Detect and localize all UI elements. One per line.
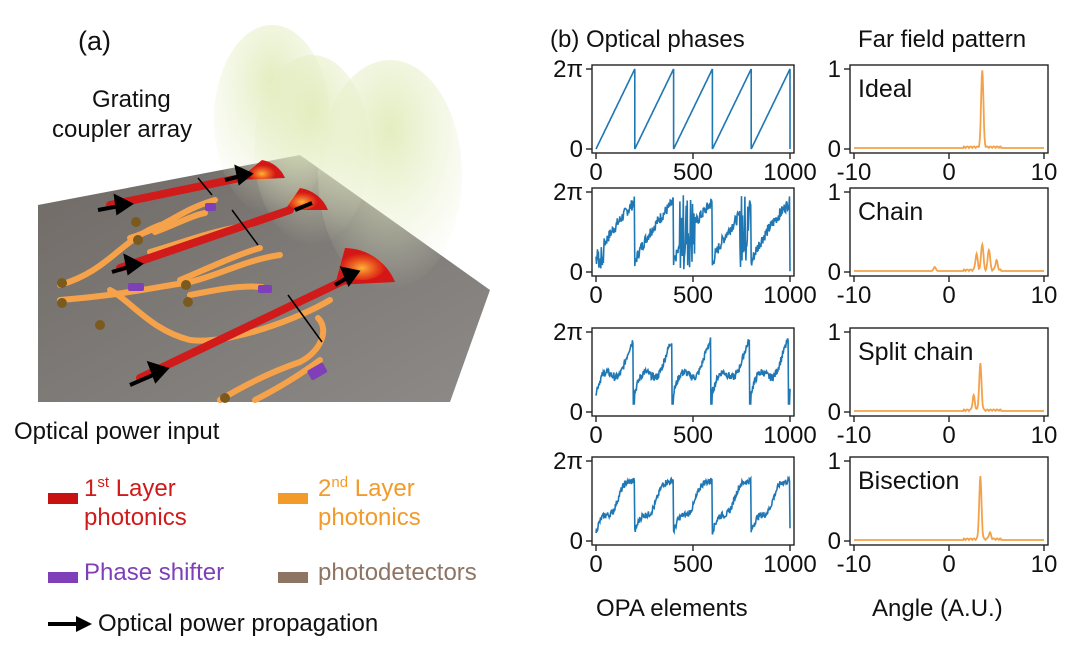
phase-shifter-label: Phase shifter: [84, 559, 225, 586]
farfield-xlabel: Angle (A.U.): [872, 595, 1003, 622]
phase-shifter-block: [128, 203, 328, 380]
photonic-chip-illustration: [38, 25, 490, 403]
y-tick-label: 0: [570, 259, 583, 286]
y-tick-label: 0: [570, 399, 583, 426]
panel-b-farfield-title: Far field pattern: [858, 26, 1027, 53]
phase-series-line: [595, 68, 791, 150]
x-tick-label: 0: [589, 422, 602, 449]
farfield-series-line: [854, 70, 1044, 150]
phase-plot-1: 0 500 1000 0 2π: [553, 179, 817, 309]
farfield-case-label: Bisection: [858, 467, 959, 495]
x-tick-label: 500: [673, 282, 713, 309]
x-tick-label: 10: [1031, 282, 1058, 309]
x-tick-label: 0: [942, 422, 955, 449]
y-tick-label: 0: [570, 136, 583, 163]
pitch-indicator: [197, 177, 323, 343]
phase-plot-2: 0 500 1000 0 2π: [553, 319, 817, 449]
y-tick-label: 1: [828, 179, 841, 206]
y-tick-label: 0: [828, 136, 841, 163]
panel-b-phases-title: (b) Optical phases: [550, 26, 745, 53]
x-tick-label: 500: [673, 551, 713, 578]
emitted-beam: [318, 60, 462, 290]
x-tick-label: 0: [589, 159, 602, 186]
input-label: Optical power input: [14, 418, 220, 445]
x-tick-label: 10: [1031, 422, 1058, 449]
x-tick-label: -10: [837, 422, 872, 449]
layer1-label-line2: photonics: [84, 504, 187, 531]
y-tick-label: 0: [828, 528, 841, 555]
farfield-case-label: Ideal: [858, 75, 912, 103]
farfield-case-label: Split chain: [858, 338, 973, 366]
farfield-series-line: [854, 476, 1044, 542]
x-tick-label: 1000: [763, 282, 816, 309]
layer1-label-line1: 1st Layer: [84, 474, 176, 502]
first-layer-waveguides: [106, 174, 349, 382]
x-tick-label: 500: [673, 159, 713, 186]
y-tick-label: 2π: [553, 56, 583, 83]
y-tick-label: 2π: [553, 319, 583, 346]
layer2-label-line1: 2nd Layer: [318, 474, 415, 502]
x-tick-label: 0: [589, 282, 602, 309]
farfield-series-line: [854, 241, 1044, 273]
panel-a-label: (a): [78, 26, 111, 56]
phase-series-line: [595, 337, 791, 405]
photodetector-block: [57, 217, 230, 403]
x-tick-label: 500: [673, 422, 713, 449]
grating-label-line1: Grating: [92, 86, 171, 113]
x-tick-label: -10: [837, 551, 872, 578]
x-tick-label: 0: [942, 551, 955, 578]
farfield-series-line: [854, 362, 1044, 413]
plot-frame: [591, 456, 795, 546]
phase-series-line: [595, 195, 791, 272]
x-tick-label: 0: [942, 282, 955, 309]
x-tick-label: 10: [1031, 159, 1058, 186]
y-tick-label: 1: [828, 319, 841, 346]
phase-shifter-swatch: [48, 572, 78, 583]
photodetector-label: photodetectors: [318, 559, 477, 586]
x-tick-label: 0: [589, 551, 602, 578]
x-tick-label: 1000: [763, 159, 816, 186]
phase-series-line: [595, 475, 791, 536]
y-tick-label: 0: [828, 259, 841, 286]
second-layer-waveguides: [57, 197, 333, 403]
propagation-arrow: [97, 164, 361, 387]
x-tick-label: 1000: [763, 422, 816, 449]
phase-plot-0: 0 500 1000 0 2π: [553, 56, 817, 186]
photodetector-swatch: [278, 572, 308, 583]
phase-plot-3: 0 500 1000 0 2π: [553, 448, 817, 578]
x-tick-label: 1000: [763, 551, 816, 578]
x-tick-label: -10: [837, 282, 872, 309]
propagation-arrow-icon: [48, 616, 92, 632]
y-tick-label: 1: [828, 56, 841, 83]
y-tick-label: 0: [570, 528, 583, 555]
y-tick-label: 0: [828, 399, 841, 426]
farfield-case-label: Chain: [858, 198, 923, 226]
y-tick-label: 2π: [553, 179, 583, 206]
x-tick-label: 0: [942, 159, 955, 186]
layer1-swatch: [48, 493, 78, 504]
grating-label-line2: coupler array: [52, 116, 193, 143]
y-tick-label: 2π: [553, 448, 583, 475]
layer2-swatch: [278, 493, 308, 504]
propagation-label: Optical power propagation: [98, 610, 379, 637]
phases-xlabel: OPA elements: [596, 595, 748, 622]
x-tick-label: -10: [837, 159, 872, 186]
y-tick-label: 1: [828, 448, 841, 475]
layer2-label-line2: photonics: [318, 504, 421, 531]
x-tick-label: 10: [1031, 551, 1058, 578]
